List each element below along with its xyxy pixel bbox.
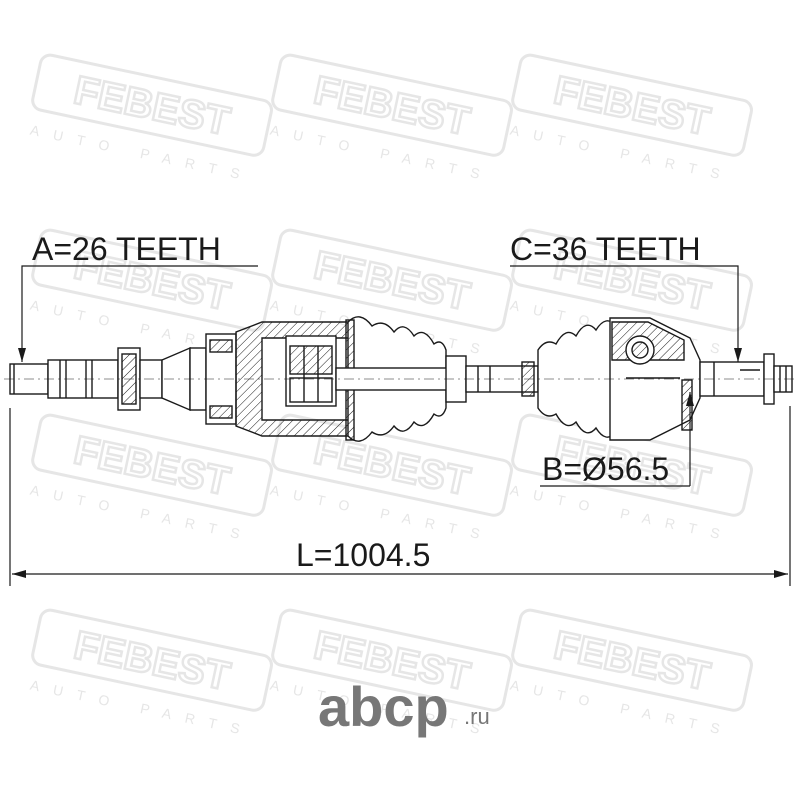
watermark-frame xyxy=(511,228,753,332)
dimension-lines xyxy=(9,265,791,586)
drive-shaft xyxy=(4,316,796,442)
abcp-logo-text: abcp xyxy=(318,675,449,738)
watermark-frame xyxy=(271,413,513,517)
watermark-frame xyxy=(271,53,513,157)
watermark-frame xyxy=(31,228,273,332)
watermark-frame xyxy=(31,608,273,712)
abcp-logo-suffix: .ru xyxy=(464,704,490,729)
watermark-frame xyxy=(511,608,753,712)
watermark-frame xyxy=(31,53,273,157)
spline-c-label: C=36 TEETH xyxy=(510,231,701,267)
abcp-logo: abcp .ru xyxy=(318,675,490,738)
watermark-frame xyxy=(271,608,513,712)
watermark-frame xyxy=(271,228,513,332)
diameter-b-label: B=Ø56.5 xyxy=(542,451,669,487)
spline-a-label: A=26 TEETH xyxy=(32,231,221,267)
watermark-frame xyxy=(511,53,753,157)
watermark-frame xyxy=(31,413,273,517)
length-label: L=1004.5 xyxy=(296,537,430,573)
